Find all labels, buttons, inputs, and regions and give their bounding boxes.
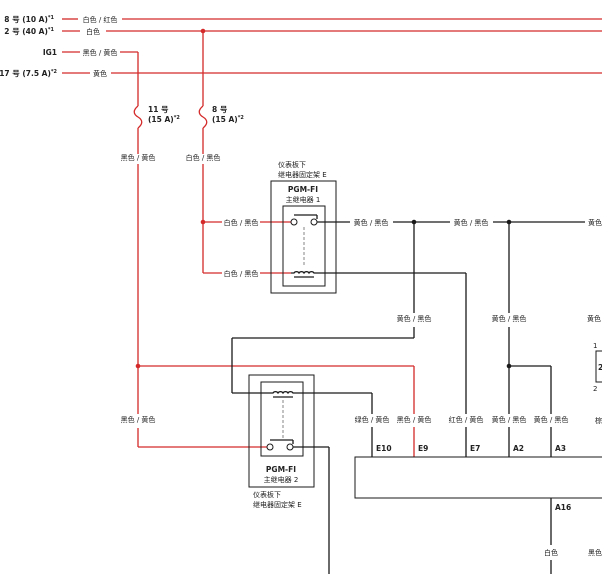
wire-label-bus-right-2: 黄色 (588, 218, 602, 227)
wire-label-e9: 黑色 / 黄色 (397, 415, 432, 424)
wire-label-relay1-out: 黄色 / 黑色 (354, 218, 389, 227)
fuse-8-symbol (198, 105, 208, 129)
fuse-8-rating: (15 A)*2 (212, 115, 244, 124)
wire-label-white: 白色 (86, 27, 100, 36)
relay2-title: 主继电器 2 (264, 475, 299, 484)
relay1-name: PGM-FI (288, 185, 318, 194)
wire-label-fuse8-below: 白色 / 黑色 (186, 153, 221, 162)
relay2-contact-left (266, 443, 274, 451)
wire-label-e7: 红色 / 黄色 (449, 415, 484, 424)
relay2-contact-right (286, 443, 294, 451)
relay1-outer-box (270, 180, 337, 294)
fuse-11-number: 11 号 (148, 105, 169, 114)
wire-label-bus-right-1: 黄色 / 黑色 (454, 218, 489, 227)
wire-label-relay1-in-top: 白色 / 黑色 (224, 218, 259, 227)
source-ig1-label: IG1 (43, 48, 57, 57)
relay2-outer-box (248, 374, 315, 488)
relay2-name: PGM-FI (266, 465, 296, 474)
relay1-location-2: 继电器固定架 E (278, 170, 327, 179)
relay2-location-2: 继电器固定架 E (253, 500, 302, 509)
connector-num-bottom: 2 (593, 385, 597, 393)
wire-label-yellow: 黄色 (93, 69, 107, 78)
relay1-coil (291, 271, 317, 275)
ecm-block (354, 456, 602, 499)
source-17-label: 17 号 (7.5 A)*2 (0, 69, 58, 78)
wire-label-e10: 绿色 / 黄色 (355, 415, 390, 424)
wire-label-a3: 黄色 / 黑色 (534, 415, 569, 424)
fuse-11-rating: (15 A)*2 (148, 115, 180, 124)
wire-label-left-vertical: 黑色 / 黄色 (121, 415, 156, 424)
relay2-coil (270, 391, 296, 395)
pin-e10: E10 (376, 444, 392, 453)
pin-a2: A2 (513, 444, 524, 453)
connector-cut: 2 (598, 363, 602, 372)
wire-label-fuse11-below: 黑色 / 黄色 (121, 153, 156, 162)
pin-a3: A3 (555, 444, 566, 453)
wire-label-far-bottom: 黑色 (588, 548, 602, 557)
wire-label-drop-right: 黄色 / 黑色 (492, 314, 527, 323)
fuse-8-number: 8 号 (212, 105, 228, 114)
source-2-label: 2 号 (40 A)*1 (4, 27, 54, 36)
pin-e9: E9 (418, 444, 428, 453)
wire-label-drop-far: 黄色 (587, 314, 601, 323)
relay1-location-1: 仪表板下 (278, 160, 306, 169)
relay1-contact-left (290, 218, 298, 226)
wire-label-a16: 白色 (544, 548, 558, 557)
relay1-contact-right (310, 218, 318, 226)
relay1-title: 主继电器 1 (286, 195, 321, 204)
right-cut-text: 棕 (595, 416, 602, 425)
wire-label-relay1-in-bottom: 白色 / 黑色 (224, 269, 259, 278)
wire-label-white-red: 白色 / 红色 (83, 15, 118, 24)
source-8-label: 8 号 (10 A)*1 (4, 15, 54, 24)
fuse-11-symbol (133, 105, 143, 129)
wire-label-drop-mid: 黄色 / 黑色 (397, 314, 432, 323)
relay1-inner-box (282, 205, 326, 287)
wire-label-a2: 黄色 / 黑色 (492, 415, 527, 424)
wire-label-black-yellow-ig1: 黑色 / 黄色 (83, 48, 118, 57)
relay2-location-1: 仪表板下 (253, 490, 281, 499)
connector-fragment (595, 350, 602, 383)
pin-e7: E7 (470, 444, 480, 453)
connector-num-top: 1 (593, 342, 597, 350)
pin-a16: A16 (555, 503, 571, 512)
relay2-inner-box (260, 381, 304, 457)
